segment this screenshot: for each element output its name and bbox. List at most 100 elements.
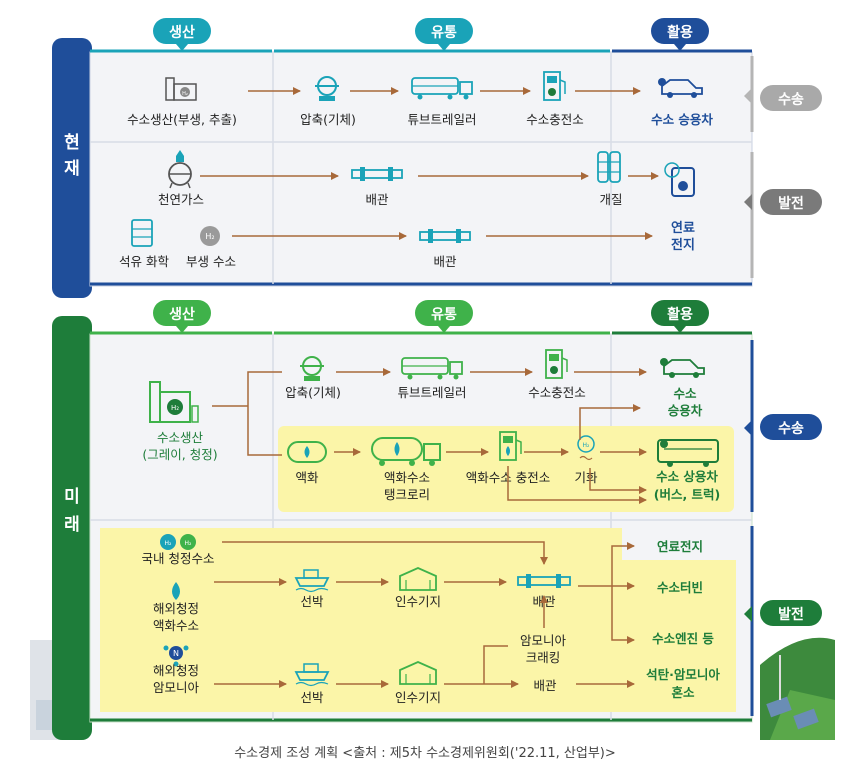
future-transport-label: 수송 bbox=[778, 421, 804, 437]
present-section: 현 재 생산 유통 활용 수송 발전 H₂ bbox=[52, 18, 822, 298]
present-pipeline-2-label: 배관 bbox=[433, 254, 457, 269]
future-cofiring-label-2: 혼소 bbox=[671, 685, 695, 700]
figure-caption: 수소경제 조성 계획 <출처 : 제5차 수소경제위원회('22.11, 산업부… bbox=[234, 746, 616, 761]
pipeline-icon-3 bbox=[517, 574, 571, 588]
future-station-label: 수소충전소 bbox=[528, 385, 586, 400]
future-lh2-truck-label-1: 액화수소 bbox=[384, 470, 430, 485]
future-engine-label: 수소엔진 등 bbox=[652, 631, 714, 646]
natural-gas-icon bbox=[168, 150, 192, 189]
future-fuel-cell-label: 연료전지 bbox=[657, 539, 703, 554]
present-header-usage bbox=[651, 18, 709, 44]
future-power-label: 발전 bbox=[778, 606, 804, 623]
future-production-label-1: 수소생산 bbox=[157, 430, 204, 445]
hydrogen-ball-icon: H₂ bbox=[200, 226, 220, 246]
present-side-bar bbox=[52, 38, 92, 298]
future-transport-pill bbox=[760, 414, 822, 440]
present-byproduct-label: 부생 수소 bbox=[186, 254, 236, 269]
present-tube-trailer-label: 튜브트레일러 bbox=[407, 112, 476, 127]
future-overseas-lh2-label-1: 해외청정 bbox=[153, 601, 199, 616]
present-side-label-1: 현 bbox=[64, 133, 80, 153]
future-lh2-truck-label-2: 탱크로리 bbox=[384, 487, 430, 502]
future-overseas-nh3-label-2: 암모니아 bbox=[153, 680, 200, 695]
future-cracking-label-2: 크래킹 bbox=[526, 650, 561, 665]
present-power-pill bbox=[760, 189, 822, 215]
present-production-label: 수소생산(부생, 추출) bbox=[127, 112, 237, 127]
future-pipeline-2-label: 배관 bbox=[533, 678, 557, 693]
oil-drum-icon bbox=[131, 219, 153, 247]
future-side-label-1: 미 bbox=[64, 487, 80, 507]
present-header-production-label: 생산 bbox=[169, 24, 195, 41]
compressor-icon bbox=[315, 76, 339, 101]
future-header-production-label: 생산 bbox=[169, 306, 195, 323]
future-power-pill bbox=[760, 600, 822, 626]
future-header-production bbox=[153, 300, 211, 326]
clean-hydrogen-icons: H₂ H₂ bbox=[160, 534, 196, 550]
charging-station-icon bbox=[543, 71, 566, 101]
reformer-icon bbox=[597, 151, 621, 183]
terminal-icon bbox=[399, 567, 437, 591]
vaporizer-icon: H₂ bbox=[577, 435, 595, 461]
bus-icon bbox=[657, 439, 719, 467]
svg-text:H₂: H₂ bbox=[185, 540, 193, 547]
factory-icon: H₂ bbox=[165, 77, 197, 101]
future-header-usage bbox=[651, 300, 709, 326]
present-car-label: 수소 승용차 bbox=[651, 112, 713, 127]
present-petrochemical-label: 석유 화학 bbox=[119, 254, 169, 269]
present-natural-gas-label: 천연가스 bbox=[158, 192, 204, 207]
tube-trailer-icon-2 bbox=[401, 357, 463, 380]
present-reforming-label: 개질 bbox=[599, 192, 622, 207]
future-tube-trailer-label: 튜브트레일러 bbox=[397, 385, 466, 400]
pipeline-icon-2 bbox=[419, 229, 471, 243]
tank-lorry-icon bbox=[371, 437, 441, 466]
svg-text:H₂: H₂ bbox=[583, 442, 591, 449]
future-cracking-label-1: 암모니아 bbox=[520, 633, 567, 648]
present-header-distribution bbox=[415, 18, 473, 44]
ship-icon bbox=[294, 569, 330, 593]
future-header-distribution-label: 유통 bbox=[431, 307, 457, 323]
future-header-usage-label: 활용 bbox=[667, 306, 693, 323]
future-side-label-2: 래 bbox=[64, 515, 80, 535]
svg-text:H₂: H₂ bbox=[165, 540, 173, 547]
future-production-label-2: (그레이, 청정) bbox=[142, 447, 217, 462]
ship-icon-2 bbox=[294, 663, 330, 687]
present-power-label: 발전 bbox=[778, 195, 804, 212]
diagram-canvas: 현 재 생산 유통 활용 수송 발전 H₂ bbox=[30, 18, 835, 740]
future-car-label-2: 승용차 bbox=[668, 403, 703, 418]
future-turbine-label: 수소터빈 bbox=[657, 580, 703, 595]
present-side-label-2: 재 bbox=[64, 159, 80, 179]
liquefaction-tank-icon bbox=[287, 441, 327, 463]
compressor-icon-2 bbox=[300, 356, 324, 381]
power-highlight bbox=[100, 528, 736, 712]
future-compression-label: 압축(기체) bbox=[285, 385, 341, 400]
future-ship-2-label: 선박 bbox=[300, 690, 324, 705]
present-station-label: 수소충전소 bbox=[526, 112, 584, 127]
future-section: 미 래 생산 유통 활용 수송 발전 bbox=[52, 300, 822, 740]
terminal-icon-2 bbox=[399, 661, 437, 685]
future-ship-1-label: 선박 bbox=[300, 594, 324, 609]
present-panel bbox=[89, 51, 753, 287]
future-terminal-1-label: 인수기지 bbox=[395, 594, 441, 609]
pipeline-icon bbox=[351, 167, 403, 181]
svg-text:H₂: H₂ bbox=[171, 404, 179, 412]
future-cofiring-label-1: 석탄·암모니아 bbox=[646, 667, 720, 682]
future-header-distribution bbox=[415, 300, 473, 326]
charging-station-icon-2 bbox=[545, 349, 568, 379]
future-overseas-nh3-label-1: 해외청정 bbox=[153, 663, 199, 678]
present-header-usage-label: 활용 bbox=[667, 24, 693, 41]
car-icon-2 bbox=[660, 358, 705, 378]
future-commercial-label-1: 수소 상용차 bbox=[656, 469, 718, 484]
present-transport-label: 수송 bbox=[778, 92, 804, 108]
svg-text:H₂: H₂ bbox=[182, 91, 188, 97]
future-overseas-lh2-label-2: 액화수소 bbox=[153, 618, 199, 633]
present-fuel-cell-label-2: 전지 bbox=[671, 237, 695, 253]
present-compression-label: 압축(기체) bbox=[300, 112, 356, 127]
future-side-bar bbox=[52, 316, 92, 740]
present-header-distribution-label: 유통 bbox=[431, 25, 457, 41]
lh2-drop-icon bbox=[172, 582, 180, 600]
svg-text:H₂: H₂ bbox=[205, 232, 214, 241]
present-transport-pill bbox=[760, 85, 822, 111]
fuel-cell-icon bbox=[664, 162, 695, 197]
ammonia-icon: N bbox=[163, 645, 189, 667]
tube-trailer-icon bbox=[411, 77, 473, 100]
